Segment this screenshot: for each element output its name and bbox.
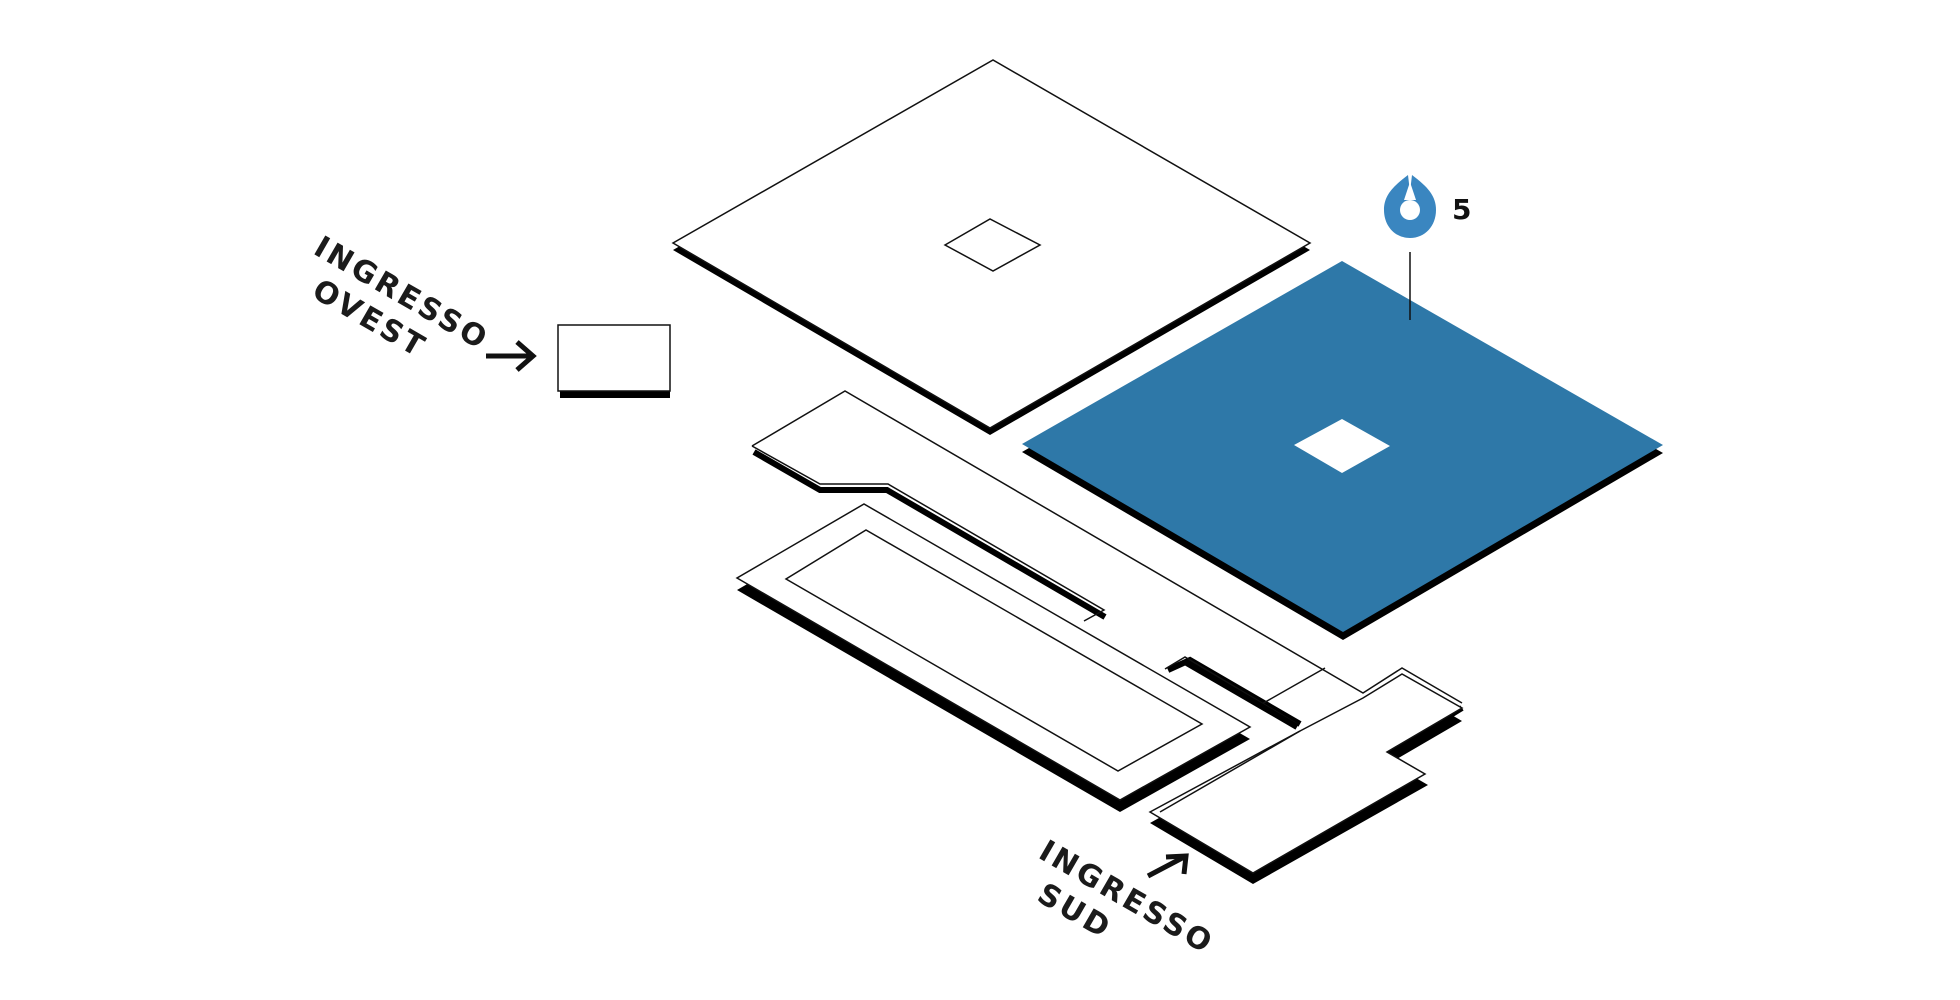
highlighted-floor-plate[interactable] <box>1022 261 1663 640</box>
upper-left-floor-plate[interactable] <box>671 59 1312 435</box>
west-entrance-arrow-icon <box>486 340 537 372</box>
highlighted-atrium-opening <box>1294 419 1390 473</box>
south-entrance-arrow-icon <box>1146 853 1189 879</box>
south-wing-floor[interactable] <box>1148 673 1464 884</box>
lower-left-floor-plate[interactable] <box>735 503 1252 812</box>
west-entrance-label: INGRESSO OVEST <box>306 230 495 366</box>
water-drop-icon[interactable] <box>1384 175 1436 238</box>
lower-left-inner-frame <box>784 529 1204 772</box>
west-entrance-box[interactable] <box>557 324 671 398</box>
central-corridor-floor[interactable] <box>751 390 1465 873</box>
upper-left-atrium-opening <box>943 218 1042 272</box>
marker-number: 5 <box>1452 193 1471 226</box>
south-entrance-label: INGRESSO SUD <box>1031 834 1220 962</box>
corridor-connector <box>1183 659 1299 730</box>
